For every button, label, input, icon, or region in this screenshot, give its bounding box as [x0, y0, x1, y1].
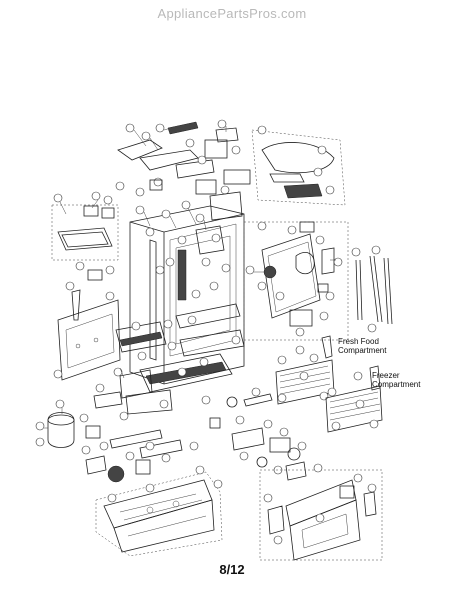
- machine-compartment-base: [95, 465, 223, 557]
- top-hinge-assembly: [115, 119, 251, 197]
- fresh-food-label-line1: Fresh Food: [338, 337, 379, 346]
- vertical-heater-rods: [351, 245, 393, 333]
- middle-small-parts: [209, 387, 307, 481]
- fresh-food-evaporator: [275, 335, 335, 405]
- watermark: AppliancePartsPros.com: [157, 6, 307, 21]
- ice-maker-housing: [259, 463, 383, 561]
- fresh-food-label-line2: Compartment: [338, 346, 387, 355]
- compressor-parts: [35, 383, 199, 483]
- refrigerator-cabinet: [129, 191, 245, 385]
- freezer-label-line2: Compartment: [372, 380, 421, 389]
- page-number: 8/12: [219, 562, 245, 577]
- evaporator-duct-panel: [243, 221, 349, 341]
- leader-lines: [44, 125, 336, 429]
- lower-cabinet-parts: [113, 319, 245, 415]
- left-shelf-parts: [51, 191, 119, 321]
- freezer-evaporator: [325, 365, 383, 433]
- top-right-duct-assembly: [251, 125, 346, 206]
- freezer-label-line1: Freezer: [372, 371, 400, 380]
- back-cover-panel: [53, 291, 121, 381]
